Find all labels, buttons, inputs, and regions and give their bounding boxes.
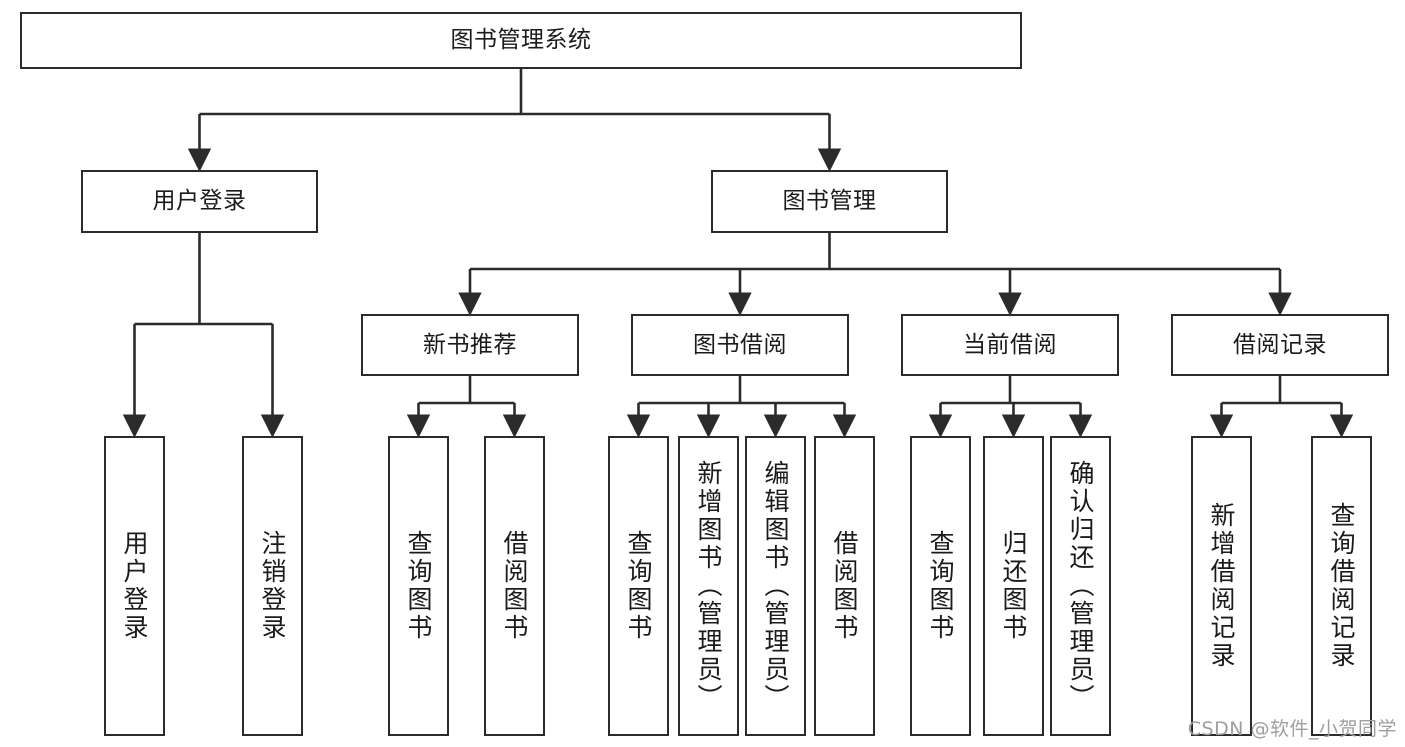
node-label: 借阅记录 bbox=[1233, 331, 1327, 358]
node-label: 查询图书 bbox=[926, 530, 955, 642]
node-records: 借阅记录 bbox=[1171, 314, 1389, 376]
node-bookmgmt: 图书管理 bbox=[711, 170, 948, 233]
node-leaf-user-logout: 注销登录 bbox=[242, 436, 303, 736]
node-label: 图书管理 bbox=[782, 188, 877, 215]
node-root: 图书管理系统 bbox=[20, 12, 1022, 69]
node-newbook: 新书推荐 bbox=[361, 314, 579, 376]
node-leaf-bw-edit: 编辑图书（管理员） bbox=[745, 436, 806, 736]
node-leaf-rc-add: 新增借阅记录 bbox=[1191, 436, 1252, 736]
node-label: 查询图书 bbox=[624, 530, 653, 642]
node-label: 图书借阅 bbox=[693, 331, 787, 358]
node-leaf-nb-borrow: 借阅图书 bbox=[484, 436, 545, 736]
node-login: 用户登录 bbox=[81, 170, 318, 233]
node-label: 编辑图书（管理员） bbox=[761, 460, 790, 712]
node-label: 归还图书 bbox=[999, 530, 1028, 642]
node-current: 当前借阅 bbox=[901, 314, 1119, 376]
node-leaf-nb-query: 查询图书 bbox=[388, 436, 449, 736]
node-borrow: 图书借阅 bbox=[631, 314, 849, 376]
node-leaf-bw-borrow: 借阅图书 bbox=[814, 436, 875, 736]
node-leaf-cb-query: 查询图书 bbox=[910, 436, 971, 736]
node-label: 图书管理系统 bbox=[450, 27, 592, 54]
node-label: 借阅图书 bbox=[500, 530, 529, 642]
node-leaf-cb-return: 归还图书 bbox=[983, 436, 1044, 736]
node-label: 查询图书 bbox=[404, 530, 433, 642]
node-label: 当前借阅 bbox=[963, 331, 1057, 358]
node-leaf-cb-confirm: 确认归还（管理员） bbox=[1050, 436, 1111, 736]
node-label: 借阅图书 bbox=[830, 530, 859, 642]
node-label: 新增借阅记录 bbox=[1207, 502, 1236, 670]
node-label: 用户登录 bbox=[152, 188, 247, 215]
node-label: 新书推荐 bbox=[423, 331, 517, 358]
node-label: 确认归还（管理员） bbox=[1066, 460, 1095, 712]
node-leaf-bw-query: 查询图书 bbox=[608, 436, 669, 736]
node-label: 注销登录 bbox=[258, 530, 287, 642]
node-leaf-rc-query: 查询借阅记录 bbox=[1311, 436, 1372, 736]
node-leaf-user-login: 用户登录 bbox=[104, 436, 165, 736]
node-leaf-bw-add: 新增图书（管理员） bbox=[678, 436, 739, 736]
node-label: 用户登录 bbox=[120, 530, 149, 642]
node-label: 新增图书（管理员） bbox=[694, 460, 723, 712]
csdn-watermark: CSDN @软件_小贺同学 bbox=[1187, 718, 1397, 740]
node-label: 查询借阅记录 bbox=[1327, 502, 1356, 670]
